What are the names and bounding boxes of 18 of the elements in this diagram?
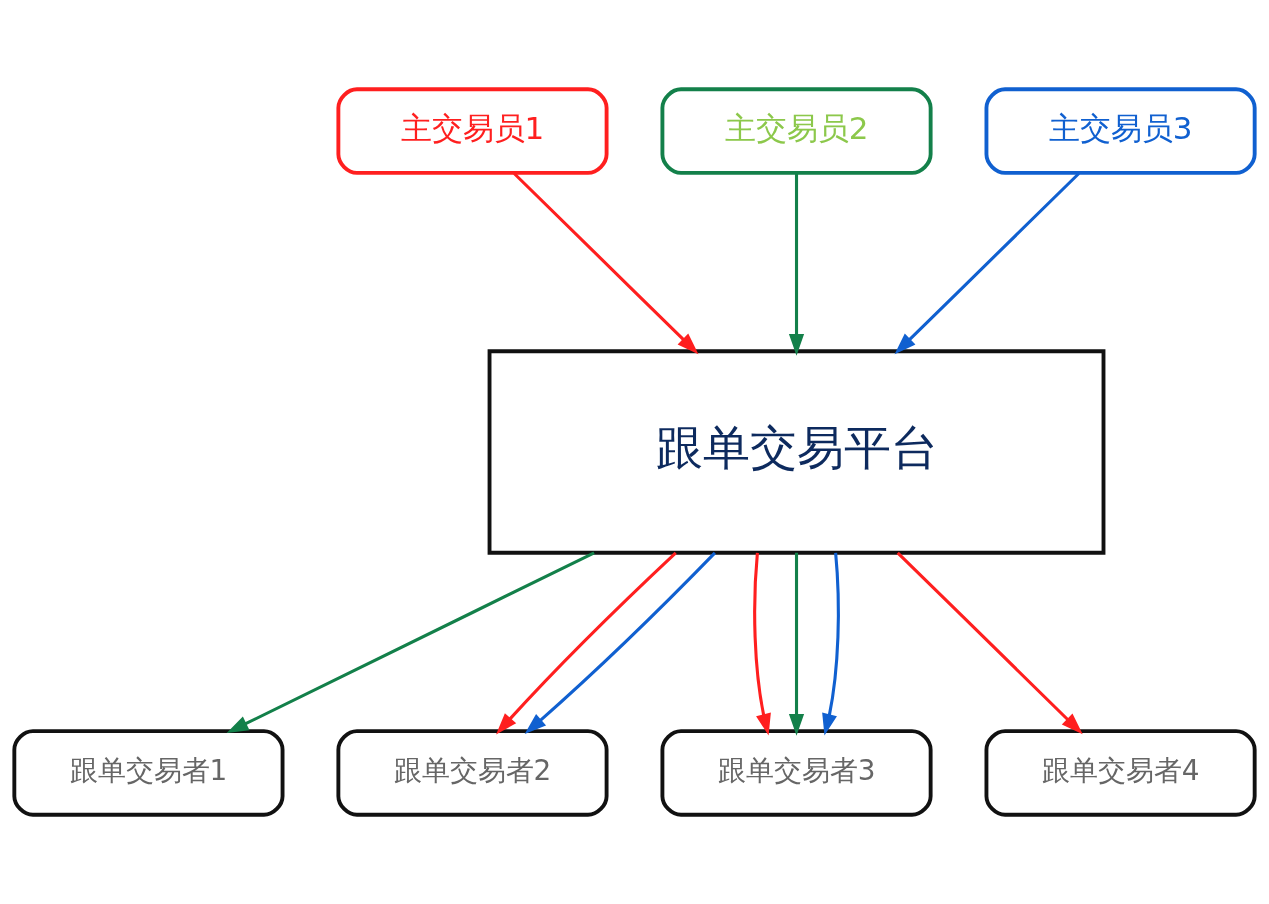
arrow [894,172,1080,355]
arrow [788,173,805,356]
node-box: 跟单交易平台 [487,349,1106,555]
node-box: 主交易员1 [336,87,609,175]
node-box: 跟单交易者3 [660,729,933,817]
node-box: 主交易员2 [660,87,933,175]
arrow [896,551,1083,735]
arrow [753,552,771,736]
arrow [513,172,699,355]
arrow [226,551,595,733]
arrow [822,552,840,736]
arrow [524,551,716,735]
node-box: 跟单交易者4 [984,729,1257,817]
node-box: 跟单交易者2 [336,729,609,817]
node-box: 主交易员3 [984,87,1257,175]
node-box: 跟单交易者1 [12,729,285,817]
arrow [496,551,677,735]
arrow [788,552,805,736]
